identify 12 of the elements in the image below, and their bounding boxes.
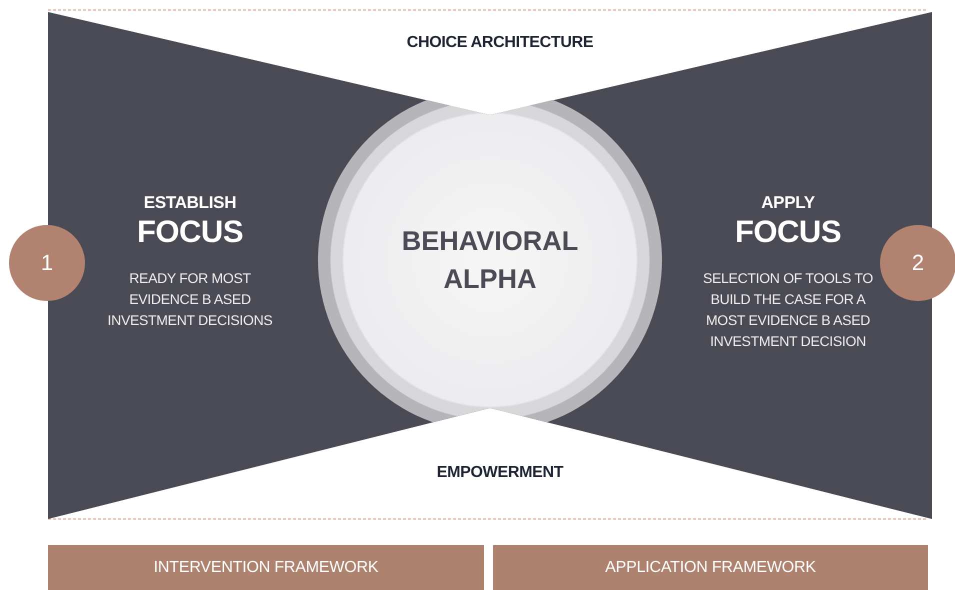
framework-bar: APPLICATION FRAMEWORK <box>493 545 928 590</box>
step-badge: 1 <box>9 225 85 301</box>
section-label: CHOICE ARCHITECTURE <box>406 33 594 53</box>
panel-kicker: APPLY <box>761 192 815 214</box>
panel-heading: FOCUS <box>137 214 243 250</box>
panel-heading: FOCUS <box>735 214 841 250</box>
panel-description: READY FOR MOST EVIDENCE B ASED INVESTMENT DECISIONS <box>106 269 274 330</box>
center-title: BEHAVIORAL ALPHA <box>400 225 580 296</box>
panel-kicker: ESTABLISH <box>144 192 236 214</box>
panel-description: SELECTION OF TOOLS TO BUILD THE CASE FOR A MOST EVIDENCE B ASED INVESTMENT DECISION <box>702 269 874 351</box>
section-label: EMPOWERMENT <box>436 463 564 483</box>
framework-bar: INTERVENTION FRAMEWORK <box>48 545 484 590</box>
